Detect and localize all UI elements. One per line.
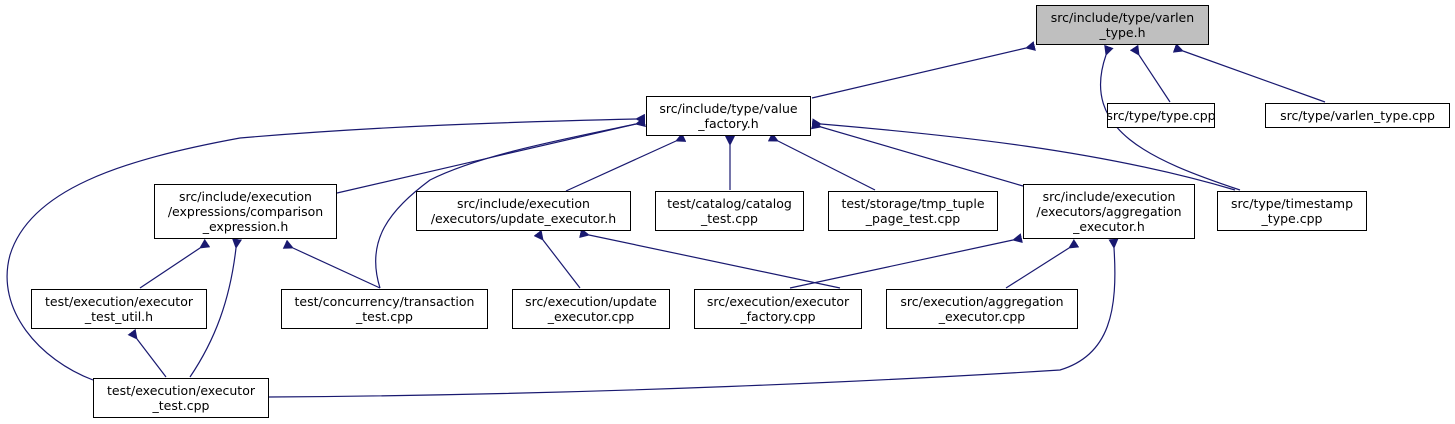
node-label-line: src/execution/aggregation — [900, 294, 1064, 309]
edge-transaction-test-to-value-factory — [375, 117, 646, 289]
node-label-line: src/include/type/value — [659, 101, 798, 116]
node-label-line: test/execution/executor — [107, 383, 255, 398]
node-label-line: _factory.cpp — [740, 309, 816, 324]
node-label-line: _test.cpp — [152, 398, 210, 413]
node-update-executor-h[interactable]: src/include/execution/executors/update_e… — [416, 191, 631, 231]
edge-executor-test-util-to-comparison — [139, 238, 211, 289]
edge-aggregation-cpp-to-aggregation-h — [1005, 238, 1080, 289]
node-aggregation-executor-h[interactable]: src/include/execution/executors/aggregat… — [1023, 184, 1195, 239]
edge-executor-factory-to-update-executor-h — [579, 228, 841, 289]
edge-aggregation-h-to-value-factory — [810, 119, 1024, 187]
node-aggregation-executor-cpp[interactable]: src/execution/aggregation_executor.cpp — [886, 289, 1078, 329]
node-label-line: test/execution/executor — [45, 294, 193, 309]
node-label-line: _type.cpp — [1261, 211, 1323, 226]
node-label-line: _executor.h — [1073, 219, 1145, 234]
node-executor-factory-cpp[interactable]: src/execution/executor_factory.cpp — [694, 289, 862, 329]
node-label-line: /expressions/comparison — [167, 204, 324, 219]
node-label-line: _test_util.h — [84, 309, 154, 324]
node-label-line: src/include/type/varlen — [1050, 10, 1195, 25]
node-executor-test-util-h[interactable]: test/execution/executor_test_util.h — [31, 289, 207, 329]
node-comparison-expression-h[interactable]: src/include/execution/expressions/compar… — [154, 184, 337, 239]
node-timestamp-type-cpp[interactable]: src/type/timestamp_type.cpp — [1217, 191, 1367, 231]
node-label-line: src/type/varlen_type.cpp — [1280, 108, 1435, 123]
node-label-line: _type.h — [1099, 25, 1146, 40]
node-transaction-test-cpp[interactable]: test/concurrency/transaction_test.cpp — [281, 289, 488, 329]
node-label-line: /executors/aggregation — [1036, 204, 1182, 219]
node-catalog-test-cpp[interactable]: test/catalog/catalog_test.cpp — [655, 191, 804, 231]
node-label-line: _executor.cpp — [938, 309, 1026, 324]
node-label-line: src/type/type.cpp — [1106, 108, 1216, 123]
node-label-line: src/execution/update — [525, 294, 657, 309]
node-label-line: /executors/update_executor.h — [430, 211, 617, 226]
edge-executor-test-to-executor-test-util — [127, 328, 167, 378]
node-label-line: src/include/execution — [1042, 189, 1176, 204]
node-label-line: src/include/execution — [457, 196, 590, 211]
node-value-factory-h[interactable]: src/include/type/value_factory.h — [646, 96, 811, 136]
node-tmp-tuple-page-test-cpp[interactable]: test/storage/tmp_tuple_page_test.cpp — [828, 191, 998, 231]
node-label-line: _executor.cpp — [547, 309, 635, 324]
edge-transaction-test-to-comparison — [282, 239, 381, 289]
node-type-cpp[interactable]: src/type/type.cpp — [1106, 103, 1216, 128]
node-label-line: test/concurrency/transaction — [294, 294, 475, 309]
edge-update-executor-h-to-value-factory — [565, 132, 687, 192]
node-varlen-type-cpp[interactable]: src/type/varlen_type.cpp — [1265, 103, 1450, 128]
edge-executor-test-to-comparison — [189, 238, 243, 378]
node-label-line: src/type/timestamp — [1230, 196, 1354, 211]
node-label-line: test/storage/tmp_tuple — [841, 196, 985, 211]
node-varlen-type-h[interactable]: src/include/type/varlen_type.h — [1036, 5, 1209, 45]
edge-varlen-type-cpp-to-varlen-type — [1172, 43, 1326, 103]
node-label-line: _factory.h — [698, 116, 759, 131]
edge-executor-test-to-aggregation-h — [268, 238, 1119, 398]
edge-tmp-tuple-test-to-value-factory — [767, 132, 876, 191]
node-label-line: _test.cpp — [356, 309, 413, 324]
edge-type-cpp-to-varlen-type — [1129, 44, 1171, 103]
node-label-line: _test.cpp — [701, 211, 758, 226]
node-label-line: _page_test.cpp — [865, 211, 961, 226]
node-label-line: _expression.h — [202, 219, 289, 234]
node-label-line: src/include/execution — [179, 189, 312, 204]
edge-value-factory-to-varlen-type — [811, 41, 1036, 99]
edge-timestamp-type-to-varlen-type — [1100, 44, 1241, 191]
node-executor-test-cpp[interactable]: test/execution/executor_test.cpp — [93, 378, 269, 418]
edge-update-executor-cpp-to-update-executor-h — [533, 229, 581, 289]
node-label-line: src/execution/executor — [706, 294, 850, 309]
edge-executor-test-to-value-factory — [6, 113, 646, 381]
node-update-executor-cpp[interactable]: src/execution/update_executor.cpp — [512, 289, 670, 329]
edge-timestamp-type-to-value-factory — [811, 118, 1236, 191]
edge-executor-factory-to-aggregation-h — [789, 233, 1023, 289]
node-label-line: test/catalog/catalog — [667, 196, 792, 211]
